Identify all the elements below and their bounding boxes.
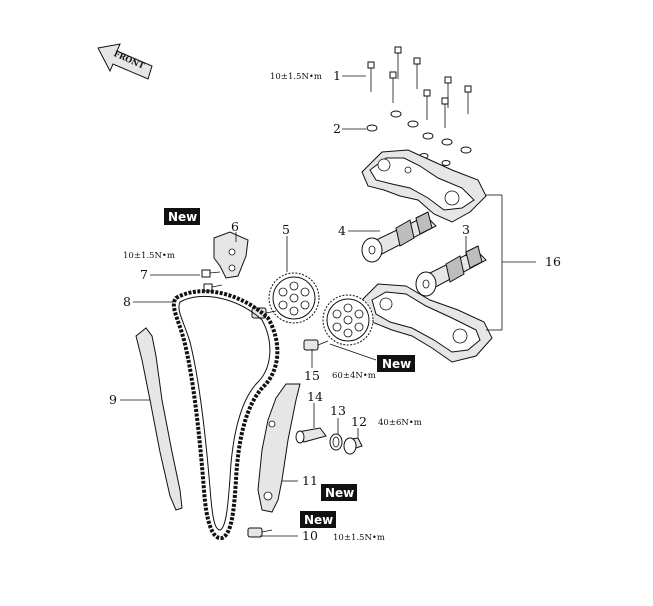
callout-3: 3 xyxy=(462,222,470,237)
svg-text:New: New xyxy=(325,486,354,500)
svg-text:New: New xyxy=(304,513,333,527)
callout-10: 10 xyxy=(302,528,318,543)
tensioner-bracket xyxy=(213,231,249,279)
svg-text:New: New xyxy=(168,210,197,224)
camshaft-intake xyxy=(415,245,487,297)
callout-9: 9 xyxy=(109,392,117,407)
tensioner-plunger xyxy=(295,427,327,444)
torque-spec-10: 10±1.5N•m xyxy=(333,533,385,543)
callout-6: 6 xyxy=(231,219,239,234)
o-ring xyxy=(329,433,343,451)
callout-2: 2 xyxy=(333,121,341,136)
tensioner-arm xyxy=(257,383,301,513)
front-arrow: FRONT xyxy=(97,43,153,80)
bracket-bolts xyxy=(201,269,223,292)
new-badge-10: New xyxy=(300,511,336,528)
callout-5: 5 xyxy=(282,222,290,237)
timing-chain xyxy=(171,289,280,541)
callout-4: 4 xyxy=(338,223,346,238)
camshaft-carrier-lower xyxy=(361,283,493,363)
callout-7: 7 xyxy=(140,267,148,282)
cap-bolt xyxy=(343,437,363,455)
callout-12: 12 xyxy=(351,414,367,429)
svg-text:New: New xyxy=(382,357,411,371)
new-badge-13: New xyxy=(321,484,357,501)
bolts xyxy=(367,46,472,128)
new-badge-6: New xyxy=(164,208,200,225)
torque-spec-1: 10±1.5N•m xyxy=(270,72,322,82)
leader-lines xyxy=(120,75,536,537)
torque-spec-12: 40±6N•m xyxy=(378,418,422,428)
callout-14: 14 xyxy=(307,389,323,404)
callout-16: 16 xyxy=(545,254,561,269)
torque-spec-15: 60±4N•m xyxy=(332,371,376,381)
torque-spec-7: 10±1.5N•m xyxy=(123,251,175,261)
sprocket-lower xyxy=(322,294,374,346)
sprocket-bolt-15 xyxy=(303,339,329,351)
callout-15: 15 xyxy=(304,368,320,383)
chain-guide xyxy=(135,327,183,511)
callout-8: 8 xyxy=(123,294,131,309)
new-badge-15: New xyxy=(377,355,415,372)
callout-13: 13 xyxy=(330,403,346,418)
callout-1: 1 xyxy=(333,68,341,83)
camshaft-cap-upper xyxy=(361,149,487,223)
pivot-bolt xyxy=(247,527,273,538)
washers xyxy=(366,110,472,166)
callout-11: 11 xyxy=(302,473,318,488)
camshaft-exhaust xyxy=(361,211,437,263)
sprocket-upper xyxy=(268,272,320,324)
